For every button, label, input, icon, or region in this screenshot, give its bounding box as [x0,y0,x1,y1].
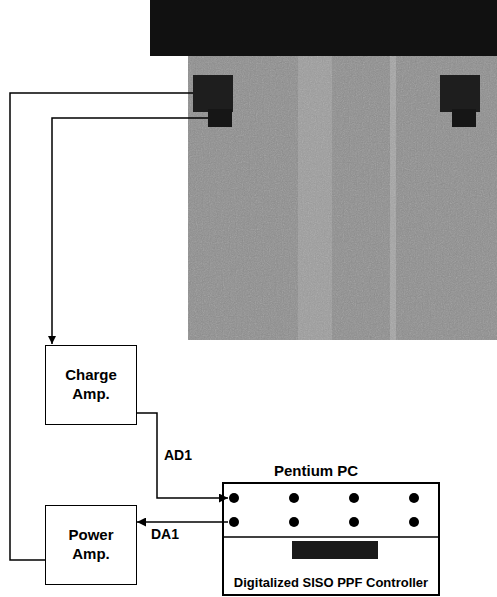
piezo-sensor [452,109,476,127]
computer-box: Pentium PCDigitalized SISO PPF Controlle… [222,482,440,596]
node-heading: Pentium PC [274,462,358,481]
signal-arrow [137,521,228,523]
plate [188,56,497,340]
signal-name: AD1 [162,447,194,463]
sensor-wire [52,118,208,344]
io-ports [229,493,419,527]
piezo-actuator [193,75,233,112]
node-label: Power Amp. [50,526,132,564]
clamp-band [150,0,497,56]
plate-highlight [298,56,332,340]
divider [222,536,440,538]
piezo-sensor [208,109,232,127]
amplifier-box: Power Amp. [45,505,137,585]
dsp-card [292,541,378,559]
signal-arrow [137,413,228,498]
signal-name: DA1 [149,526,181,542]
piezo-actuator [440,75,480,112]
plate-texture [188,56,497,340]
plate-seam [390,56,396,340]
node-label: Charge Amp. [50,366,132,404]
node-label: Digitalized SISO PPF Controller [228,575,434,591]
actuator-wire [10,93,193,560]
amplifier-box: Charge Amp. [45,345,137,425]
